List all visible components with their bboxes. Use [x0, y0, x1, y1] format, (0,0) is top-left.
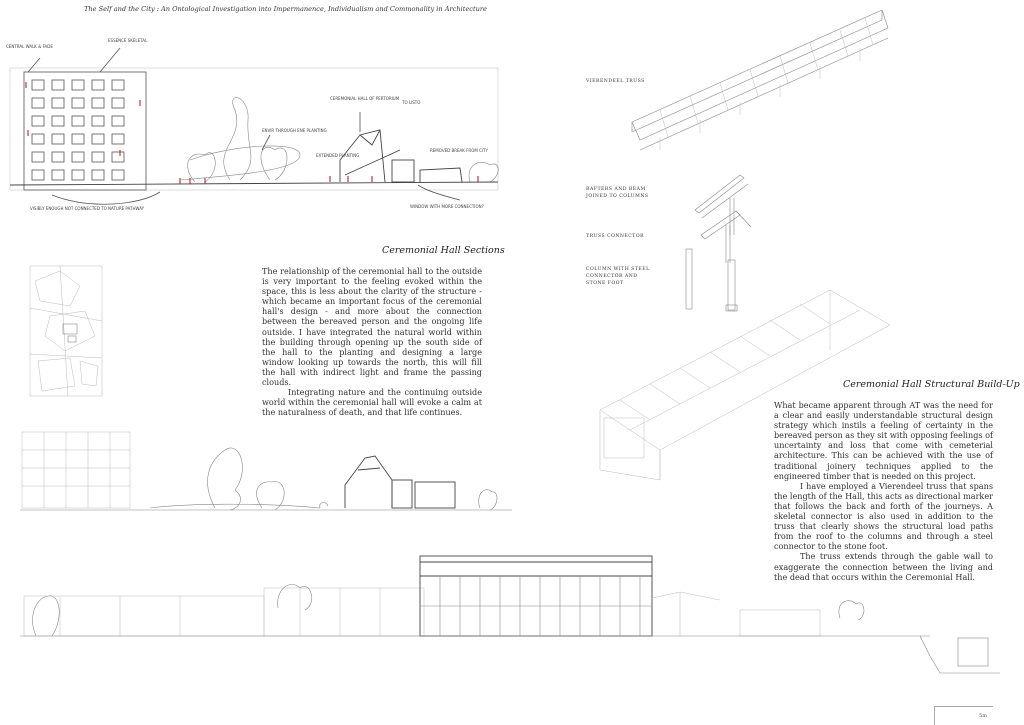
label-vierendeel-truss: VIERENDEEL TRUSS	[586, 79, 645, 84]
label-column-line3: STONE FOOT	[586, 281, 624, 286]
sketch-trees	[179, 97, 301, 183]
page-number-box: 5m	[934, 706, 993, 725]
structural-buildup-text: What became apparent through AT was the …	[774, 400, 993, 582]
column-connector-drawing	[685, 248, 738, 312]
ceremonial-hall-sections-title: Ceremonial Hall Sections	[382, 245, 505, 256]
sketch-note-essence: ESSENCE SKELETAL	[108, 38, 148, 43]
label-rafters-and-beam: RAFTERS AND BEAM JOINED TO COLUMNS	[586, 186, 649, 200]
structural-buildup-title: Ceremonial Hall Structural Build-Up	[843, 379, 1020, 390]
sketch-note-window: WINDOW WITH MORE CONNECTION?	[410, 204, 484, 209]
hall-structure-axonometric	[599, 289, 891, 481]
middle-elevation-drawing	[20, 431, 512, 511]
sketch-note-extended: EXTENDED PLANTING	[316, 153, 359, 158]
sketch-note-central-walk: CENTRAL WALK & FADE	[6, 44, 53, 49]
label-column-line2: CONNECTOR AND	[586, 274, 638, 279]
truss-connector-drawing	[700, 210, 752, 263]
label-truss-connector: TRUSS CONNECTOR	[586, 234, 645, 239]
buildup-paragraph-3: The truss extends through the gable wall…	[774, 551, 993, 582]
label-rafters-line1: RAFTERS AND BEAM	[586, 187, 646, 192]
long-section-drawing	[20, 555, 1000, 674]
buildup-paragraph-1: What became apparent through AT was the …	[774, 400, 993, 481]
sketch-note-visibly: VISIBLY ENOUGH NOT CONNECTED TO NATURE P…	[30, 206, 145, 211]
ceremonial-hall-sections-text: The relationship of the ceremonial hall …	[262, 266, 482, 417]
site-plan-map	[29, 265, 103, 397]
page-header-title: The Self and the City : An Ontological I…	[84, 5, 487, 13]
sketch-section-drawing: CENTRAL WALK & FADE ESSENCE SKELETAL ENV…	[6, 38, 499, 211]
buildup-paragraph-2: I have employed a Vierendeel truss that …	[774, 480, 993, 552]
sketch-apartment-block	[23, 71, 147, 191]
sections-paragraph-2: Integrating nature and the continuing ou…	[262, 387, 482, 418]
sketch-note-envir: ENVIR THROUGH ENE PLANTING	[262, 128, 327, 133]
sketch-ceremonial-hall	[339, 129, 463, 183]
label-column-steel-connector: COLUMN WITH STEEL CONNECTOR AND STONE FO…	[586, 266, 650, 287]
label-column-line1: COLUMN WITH STEEL	[586, 267, 650, 272]
sketch-note-ceremonial: CEREMONIAL HALL OF PERTORIUM	[330, 96, 400, 101]
page-number: 5m	[979, 713, 987, 719]
label-rafters-line2: JOINED TO COLUMNS	[586, 194, 649, 199]
sketch-note-removed: REMOVED BREAK FROM CITY	[430, 148, 489, 153]
sections-paragraph-1: The relationship of the ceremonial hall …	[262, 266, 482, 388]
sketch-note-to-listo: TO LISTO	[401, 100, 420, 105]
vierendeel-truss-drawing	[631, 9, 889, 151]
